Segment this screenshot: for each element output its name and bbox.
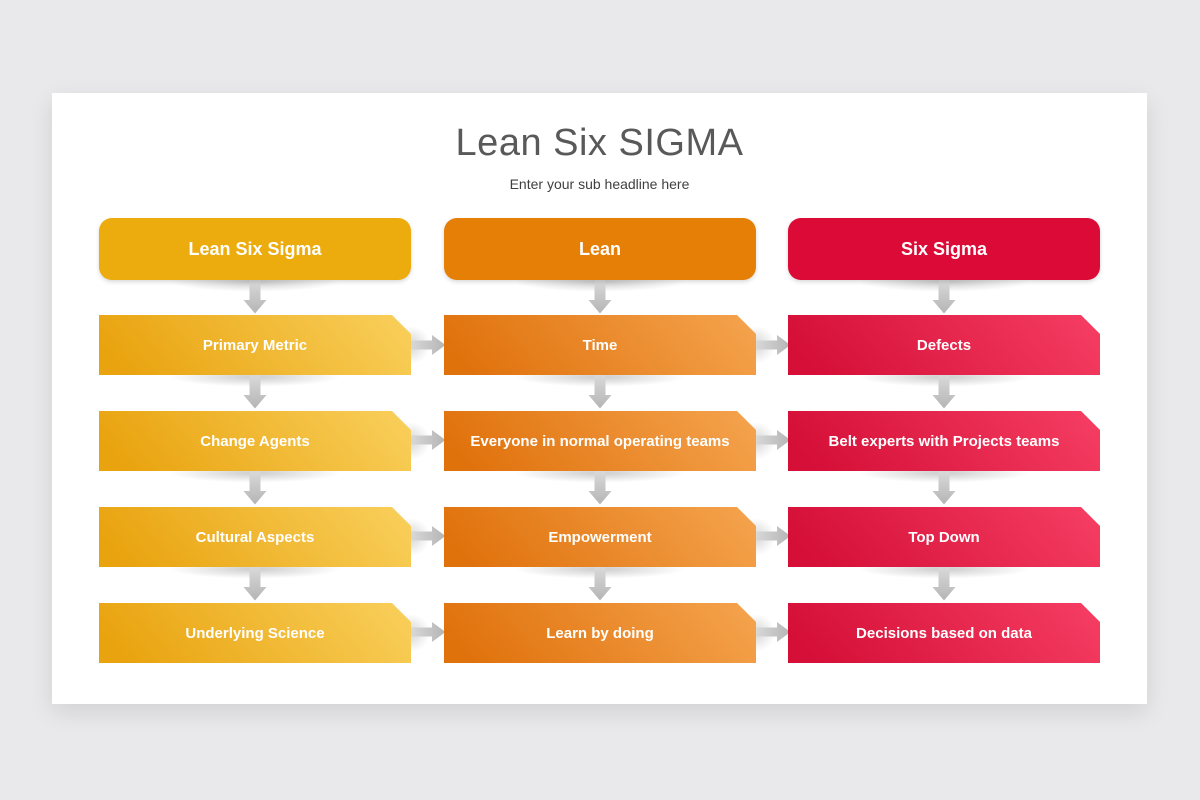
column-lean-six-sigma: Lean Six Sigma Primary Metric Change Age…: [99, 218, 433, 663]
box-everyone-in-normal-operating-teams: Everyone in normal operating teams: [444, 411, 756, 471]
down-arrow-icon: [932, 374, 956, 409]
box-change-agents: Change Agents: [99, 411, 411, 471]
header-lean-six-sigma: Lean Six Sigma: [99, 218, 411, 280]
lean-six-sigma-diagram: Lean Six Sigma Primary Metric Change Age…: [52, 93, 1147, 704]
box-top-down: Top Down: [788, 507, 1100, 567]
down-arrow-icon: [243, 279, 267, 314]
down-arrow-icon: [243, 470, 267, 505]
slide: Lean Six SIGMA Enter your sub headline h…: [52, 93, 1147, 704]
box-decisions-based-on-data: Decisions based on data: [788, 603, 1100, 663]
down-arrow-icon: [243, 566, 267, 601]
right-arrow-icon: [409, 430, 446, 450]
box-underlying-science: Underlying Science: [99, 603, 411, 663]
box-time: Time: [444, 315, 756, 375]
page-subtitle: Enter your sub headline here: [509, 176, 690, 192]
down-arrow-icon: [588, 470, 612, 505]
down-arrow-icon: [588, 374, 612, 409]
column-six-sigma: Six Sigma Defects Belt experts with Proj…: [788, 218, 1100, 663]
right-arrow-icon: [409, 335, 446, 355]
right-arrow-icon: [754, 526, 791, 546]
right-arrow-icon: [409, 526, 446, 546]
box-cultural-aspects: Cultural Aspects: [99, 507, 411, 567]
page-title: Lean Six SIGMA: [455, 122, 744, 164]
box-empowerment: Empowerment: [444, 507, 756, 567]
header-lean: Lean: [444, 218, 756, 280]
box-defects: Defects: [788, 315, 1100, 375]
right-arrow-icon: [754, 622, 791, 642]
down-arrow-icon: [588, 566, 612, 601]
down-arrow-icon: [932, 470, 956, 505]
header-six-sigma: Six Sigma: [788, 218, 1100, 280]
down-arrow-icon: [243, 374, 267, 409]
right-arrow-icon: [754, 335, 791, 355]
right-arrow-icon: [409, 622, 446, 642]
box-belt-experts-with-projects-teams: Belt experts with Projects teams: [788, 411, 1100, 471]
column-lean: Lean Time Everyone in normal operating t…: [444, 218, 778, 663]
box-learn-by-doing: Learn by doing: [444, 603, 756, 663]
down-arrow-icon: [588, 279, 612, 314]
down-arrow-icon: [932, 279, 956, 314]
down-arrow-icon: [932, 566, 956, 601]
box-primary-metric: Primary Metric: [99, 315, 411, 375]
right-arrow-icon: [754, 430, 791, 450]
